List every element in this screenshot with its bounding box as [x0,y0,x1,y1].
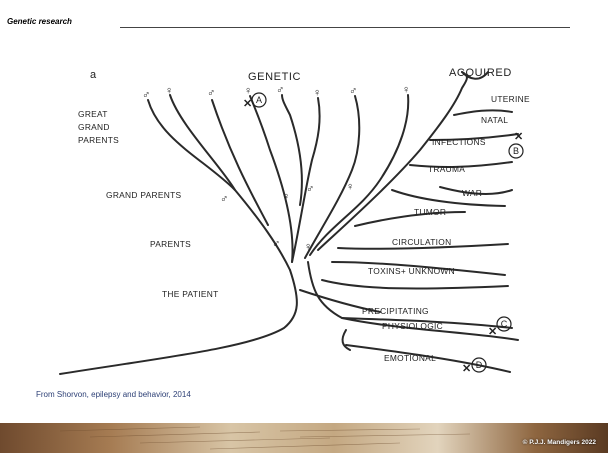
cross-mark-icon: ✕ [514,131,523,143]
label-uterine: UTERINE [491,94,530,104]
genetic-heading: GENETIC [248,71,301,83]
label-war: WAR [462,188,482,198]
label-grand: GRAND [78,122,110,132]
label-grand-parents: GRAND PARENTS [106,190,182,200]
cross-mark-icon: ✕ [488,326,497,338]
female-symbol-icon: ♀ [402,84,410,96]
label-parents: PARENTS [150,239,191,249]
tree-branches [60,72,518,374]
acquired-heading: ACQUIRED [449,67,512,79]
female-symbol-icon: ♀ [244,85,252,97]
label-great-grand-parents: PARENTS [78,135,119,145]
label-natal: NATAL [481,115,508,125]
male-symbol-icon: ♂ [349,85,357,97]
male-symbol-icon: ♂ [207,87,215,99]
marker-c-label: C [501,319,508,329]
source-citation: From Shorvon, epilepsy and behavior, 201… [36,390,191,399]
male-symbol-icon: ♂ [276,84,284,96]
female-symbol-icon: ♀ [346,181,354,193]
label-trauma: TRAUMA [428,164,465,174]
male-symbol-icon: ♂ [142,89,150,101]
footer-book-image [0,423,608,453]
copyright-notice: © P.J.J. Mandigers 2022 [523,439,596,446]
marker-b-label: B [513,146,519,156]
label-toxins-unknown: TOXINS+ UNKNOWN [368,266,455,276]
marker-d-label: D [476,360,483,370]
label-emotional: EMOTIONAL [384,353,436,363]
female-symbol-icon: ♀ [304,241,312,253]
female-symbol-icon: ♀ [165,85,173,97]
male-symbol-icon: ♂ [272,238,280,250]
label-great: GREAT [78,109,108,119]
marker-a: A [252,93,266,107]
marker-b: B [509,144,523,158]
male-symbol-icon: ♂ [306,183,314,195]
marker-c: C [497,317,511,331]
panel-letter: a [90,69,97,81]
label-tumor: TUMOR [414,207,446,217]
marker-a-label: A [256,95,262,105]
label-infections: INFECTIONS [432,137,486,147]
female-symbol-icon: ♀ [313,87,321,99]
footer-texture [0,423,608,453]
male-symbol-icon: ♂ [220,193,228,205]
label-circulation: CIRCULATION [392,237,451,247]
female-symbol-icon: ♀ [282,191,290,203]
cross-mark-icon: ✕ [243,98,252,110]
label-precipitating: PRECIPITATING [362,306,429,316]
label-physiologic: PHYSIOLOGIC [382,321,443,331]
label-the-patient: THE PATIENT [162,289,219,299]
cross-mark-icon: ✕ [462,363,471,375]
